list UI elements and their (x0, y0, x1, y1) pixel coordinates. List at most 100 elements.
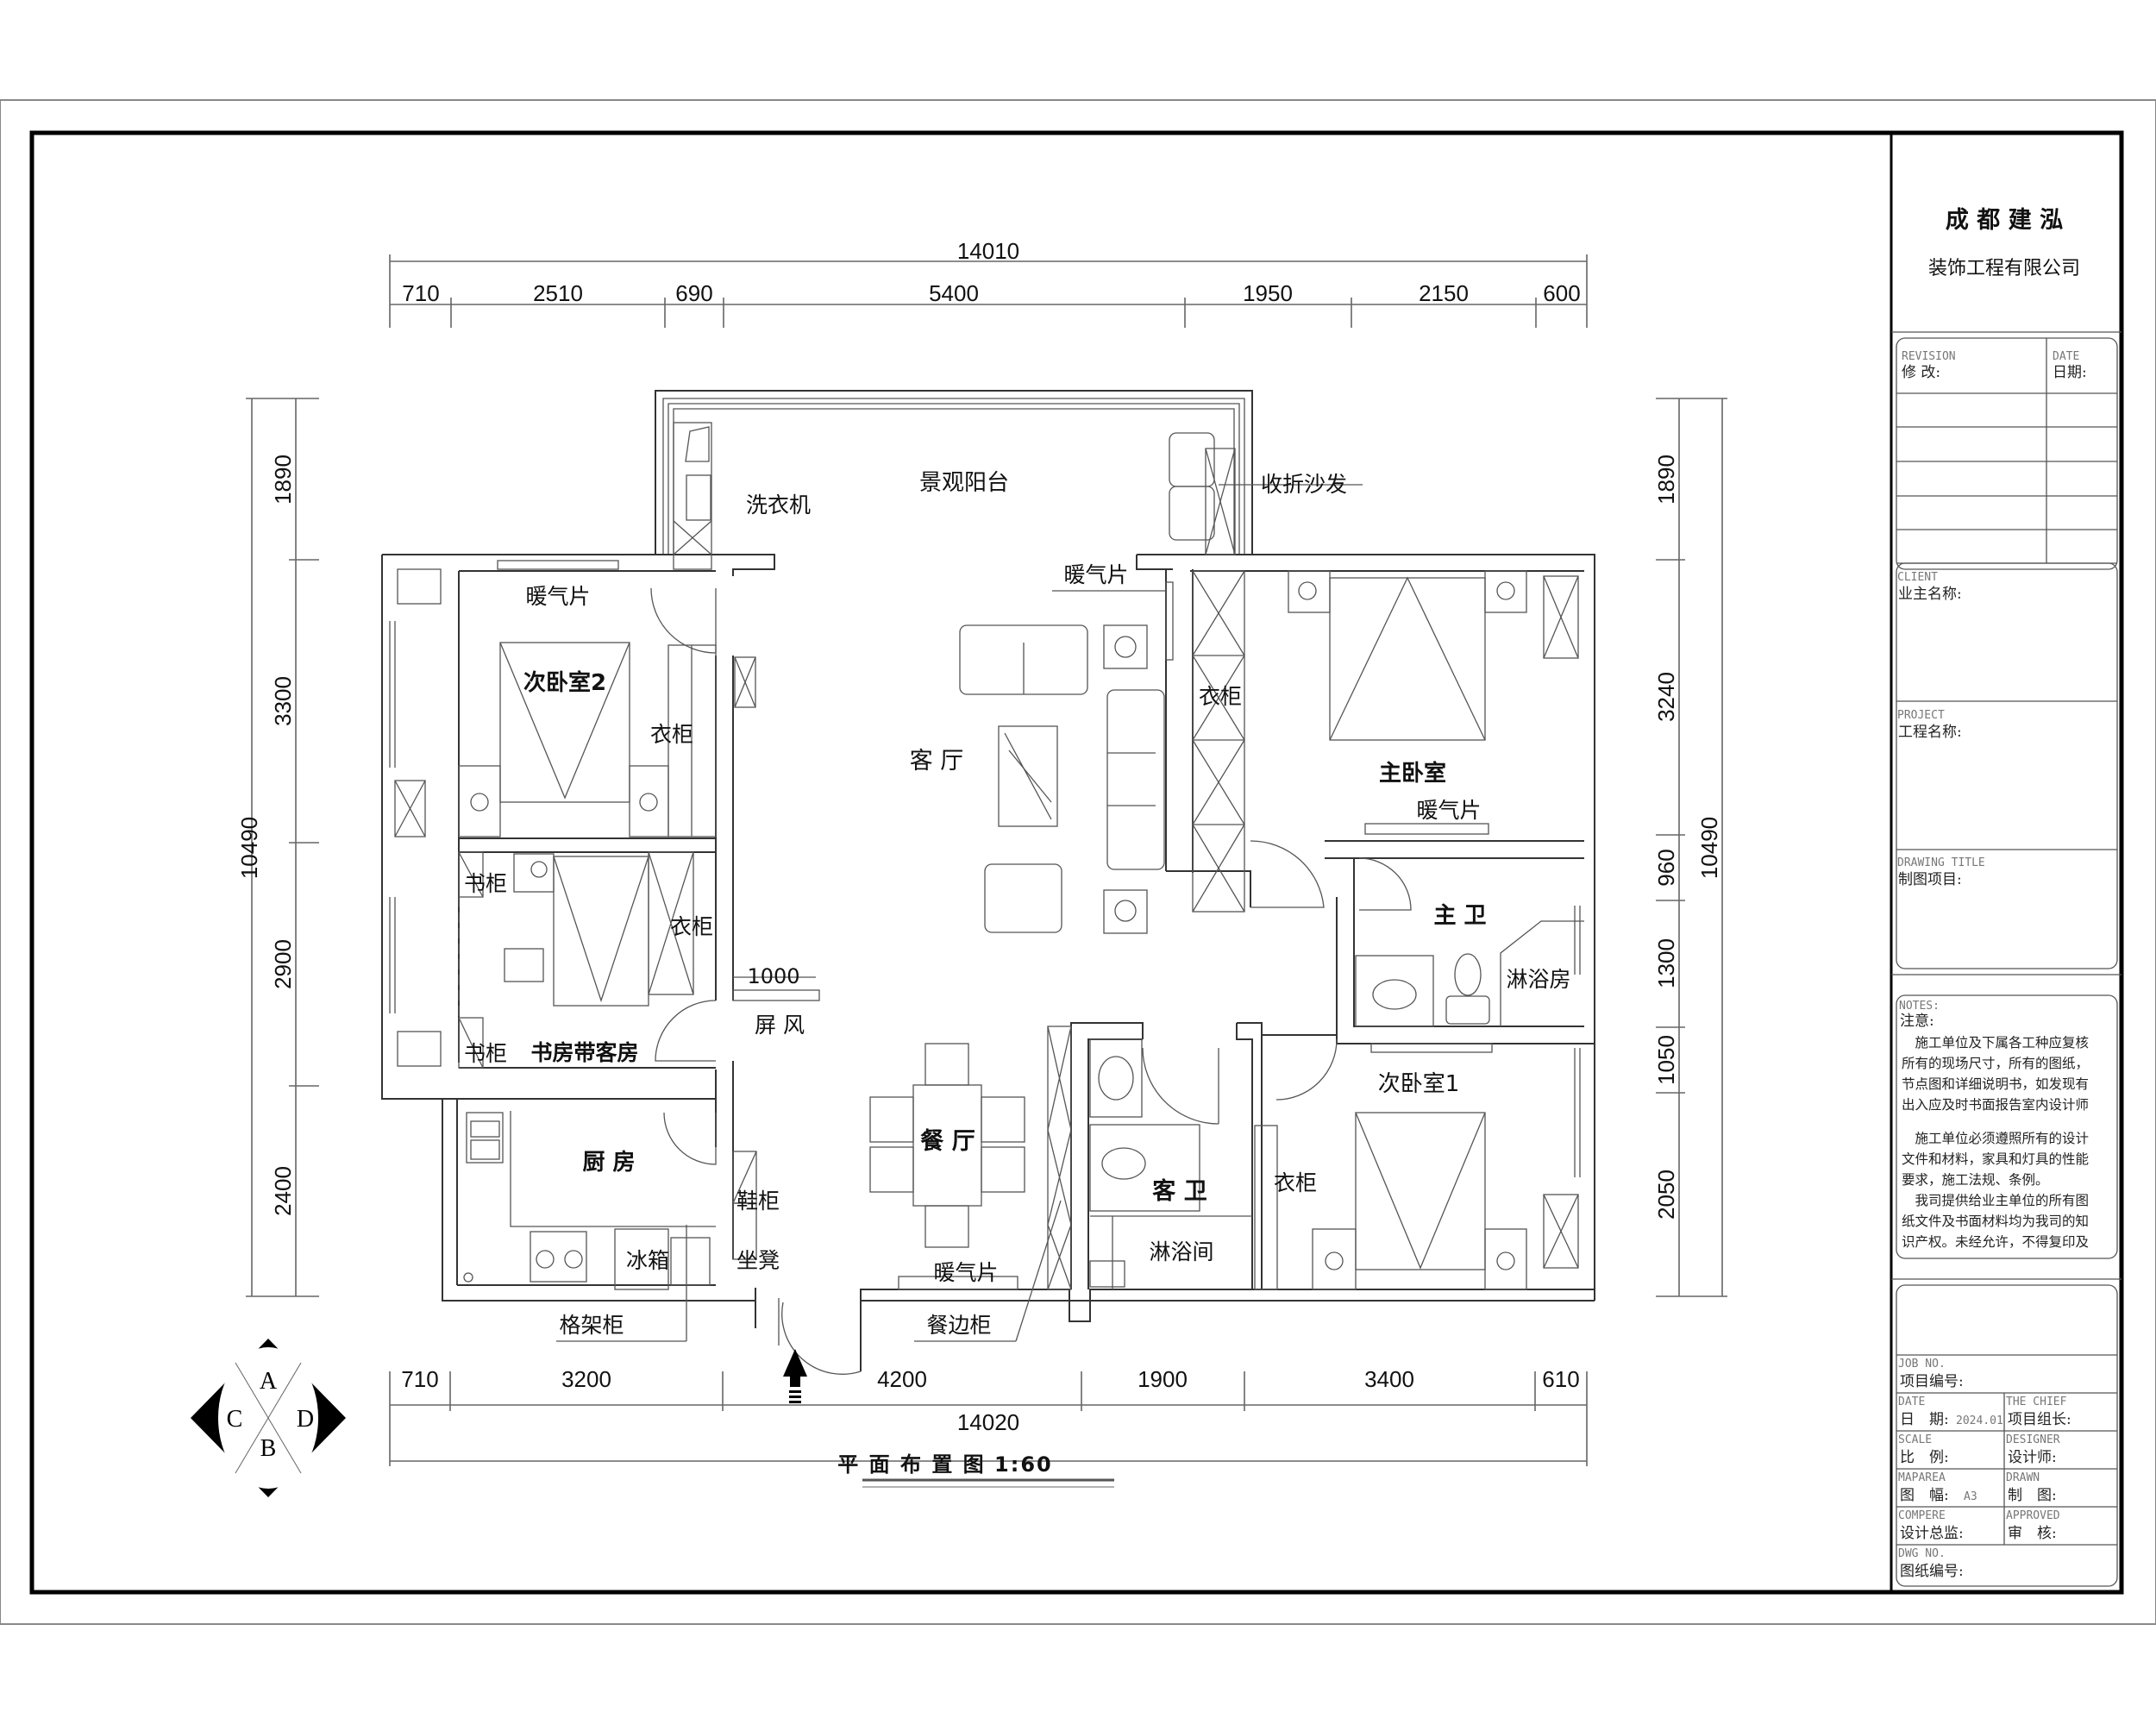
svg-text:所有的现场尺寸，所有的图纸，: 所有的现场尺寸，所有的图纸， (1902, 1056, 2089, 1071)
svg-text:960: 960 (1653, 849, 1679, 886)
label-radiator-bedroom2: 暖气片 (525, 584, 590, 609)
bottom-total-dim: 14020 (957, 1409, 1019, 1435)
approved-label-en: APPROVED (2006, 1509, 2060, 1522)
company-subtitle: 装饰工程有限公司 (1928, 258, 2080, 279)
svg-text:710: 710 (402, 280, 439, 306)
svg-text:2900: 2900 (270, 939, 296, 989)
svg-text:2400: 2400 (270, 1166, 296, 1216)
label-wardrobe-bedroom1: 衣柜 (1274, 1170, 1317, 1195)
approved-label: 审 核: (2008, 1525, 2057, 1542)
scale-label: 比 例: (1900, 1449, 1949, 1466)
label-bench: 坐凳 (736, 1248, 780, 1273)
svg-text:5400: 5400 (929, 280, 979, 306)
client-label-en: CLIENT (1897, 571, 1938, 584)
revision-label-en: REVISION (1902, 350, 1956, 363)
date-value: 2024.01 (1956, 1414, 2003, 1427)
label-living-room: 客 厅 (910, 748, 964, 775)
svg-text:10490: 10490 (236, 817, 262, 879)
svg-text:10490: 10490 (1696, 817, 1722, 879)
svg-text:1050: 1050 (1653, 1035, 1679, 1085)
svg-text:出入应及时书面报告室内设计师: 出入应及时书面报告室内设计师 (1902, 1096, 2089, 1113)
label-guest-bath: 客 卫 (1152, 1177, 1206, 1205)
svg-text:610: 610 (1542, 1366, 1579, 1392)
chief-label-en: THE CHIEF (2006, 1396, 2067, 1408)
notes-label-en: NOTES: (1899, 1000, 1940, 1013)
maparea-label: 图 幅: (1900, 1487, 1949, 1504)
project-label: 工程名称: (1898, 724, 1962, 741)
label-fridge: 冰箱 (626, 1248, 669, 1273)
revision-date-label-en: DATE (2053, 350, 2079, 363)
label-folding-sofa: 收折沙发 (1261, 472, 1347, 497)
svg-text:710: 710 (401, 1366, 438, 1392)
svg-text:3400: 3400 (1364, 1366, 1414, 1392)
label-kitchen: 厨 房 (582, 1150, 635, 1176)
job-no-label: 项目编号: (1900, 1373, 1964, 1390)
walls (381, 390, 1595, 1371)
date-label: 日 期: (1900, 1411, 1949, 1428)
svg-text:2050: 2050 (1653, 1170, 1679, 1220)
svg-text:纸文件及书面材料均为我司的知: 纸文件及书面材料均为我司的知 (1902, 1214, 2089, 1229)
svg-text:2150: 2150 (1419, 280, 1469, 306)
label-bookcase-bottom: 书柜 (464, 1041, 507, 1066)
drawing-frame (29, 130, 2124, 1595)
outer-sheet-border (0, 99, 2156, 1625)
furniture (389, 422, 1584, 1375)
svg-text:节点图和详细说明书，如发现有: 节点图和详细说明书，如发现有 (1902, 1076, 2089, 1092)
svg-text:4200: 4200 (877, 1366, 927, 1392)
label-study-guest-room: 书房带客房 (530, 1040, 638, 1065)
drawn-label: 制 图: (2008, 1487, 2057, 1504)
plan-title: 平 面 布 置 图 1:60 (837, 1452, 1114, 1488)
label-master-bedroom: 主卧室 (1379, 760, 1446, 787)
svg-text:600: 600 (1543, 280, 1580, 306)
company-name: 成 都 建 泓 (1946, 207, 2063, 234)
svg-text:690: 690 (675, 280, 712, 306)
drawn-label-en: DRAWN (2006, 1471, 2040, 1484)
screen-dimension: 1000 (747, 964, 799, 988)
entrance-arrow-icon (783, 1349, 807, 1403)
scale-label-en: SCALE (1898, 1433, 1932, 1446)
designer-label-en: DESIGNER (2006, 1433, 2060, 1446)
top-dimensions: 14010 710 2510 690 5400 1950 2150 600 (389, 238, 1588, 328)
svg-text:C: C (227, 1406, 243, 1433)
svg-text:识产权。未经允许，不得复印及: 识产权。未经允许，不得复印及 (1902, 1234, 2089, 1250)
notes-text: 施工单位及下属各工种应复核 所有的现场尺寸，所有的图纸， 节点图和详细说明书，如… (1902, 1034, 2089, 1250)
svg-text:3240: 3240 (1653, 672, 1679, 722)
label-master-bath: 主 卫 (1433, 903, 1486, 929)
date-label-en: DATE (1898, 1396, 1925, 1408)
svg-text:1900: 1900 (1138, 1366, 1188, 1392)
fixture-labels: 洗衣机 收折沙发 暖气片 暖气片 暖气片 暖气片 衣柜 衣柜 衣柜 衣柜 书柜 … (464, 472, 1571, 1338)
label-bedroom-1: 次卧室1 (1378, 1071, 1460, 1097)
svg-text:施工单位必须遵照所有的设计: 施工单位必须遵照所有的设计 (1902, 1131, 2089, 1146)
compass-icon: A B C D (191, 1339, 346, 1497)
left-dimensions: 10490 1890 3300 2900 2400 (236, 398, 319, 1297)
top-total-dim: 14010 (957, 238, 1019, 264)
label-bedroom-2: 次卧室2 (523, 669, 606, 696)
designer-label: 设计师: (2008, 1449, 2057, 1466)
svg-text:1950: 1950 (1243, 280, 1293, 306)
notes-label: 注意: (1900, 1013, 1934, 1030)
job-no-label-en: JOB NO. (1898, 1358, 1946, 1371)
dwg-no-label-en: DWG NO. (1898, 1547, 1946, 1560)
svg-text:D: D (297, 1406, 314, 1433)
maparea-value: A3 (1964, 1490, 1977, 1503)
svg-text:1300: 1300 (1653, 938, 1679, 988)
label-radiator-dining: 暖气片 (933, 1260, 998, 1285)
dwg-no-label: 图纸编号: (1900, 1563, 1964, 1580)
label-radiator-master: 暖气片 (1416, 798, 1481, 823)
label-dining-room: 餐 厅 (920, 1128, 975, 1155)
label-radiator-living: 暖气片 (1063, 562, 1128, 587)
svg-text:平 面 布 置 图 1:60: 平 面 布 置 图 1:60 (837, 1452, 1052, 1477)
svg-text:要求，施工法规、条例。: 要求，施工法规、条例。 (1902, 1172, 2049, 1188)
svg-text:文件和材料，家具和灯具的性能: 文件和材料，家具和灯具的性能 (1902, 1151, 2089, 1167)
label-shelf-cabinet: 格架柜 (559, 1313, 624, 1338)
svg-text:施工单位及下属各工种应复核: 施工单位及下属各工种应复核 (1902, 1034, 2089, 1051)
project-label-en: PROJECT (1897, 709, 1945, 722)
label-wardrobe-bedroom2: 衣柜 (650, 722, 693, 747)
right-dimensions: 10490 1890 3240 960 1300 1050 2050 (1653, 398, 1727, 1297)
maparea-label-en: MAPAREA (1898, 1471, 1946, 1484)
label-sideboard: 餐边柜 (926, 1313, 991, 1338)
label-shower: 淋浴间 (1149, 1239, 1213, 1264)
label-wardrobe-study: 衣柜 (670, 914, 713, 939)
label-shower-room: 淋浴房 (1506, 967, 1570, 992)
